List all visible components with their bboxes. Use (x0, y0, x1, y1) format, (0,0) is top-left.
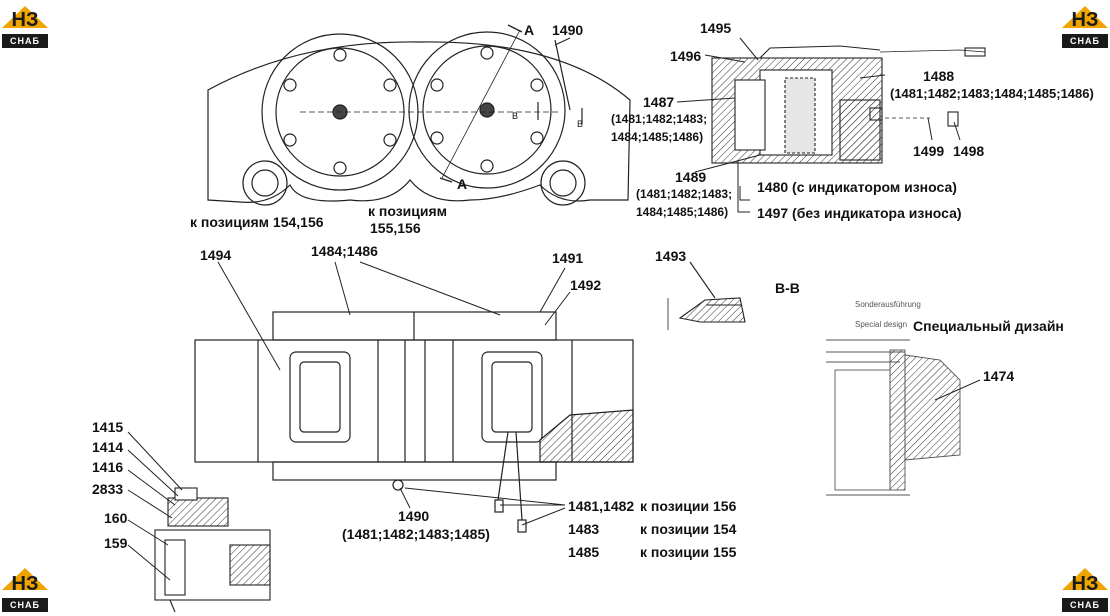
label-1481-to: к позиции 156 (640, 498, 737, 514)
caliper-top-view (194, 311, 634, 533)
label-1484: 1484;1486 (311, 243, 378, 259)
label-1416: 1416 (92, 459, 124, 475)
logo-top-left: НЗ СНАБ (0, 0, 50, 50)
label-1487-sub1: (1481;1482;1483; (611, 112, 708, 126)
label-1489-sub1: (1481;1482;1483; (636, 187, 733, 201)
logo-bottom-left: НЗ СНАБ (0, 564, 50, 614)
logo-roof-shapes (2, 6, 1108, 590)
label-1474: 1474 (983, 368, 1015, 384)
label-160: 160 (104, 510, 128, 526)
label-1485: 1485 (568, 544, 600, 560)
caliper-section-view (711, 45, 986, 164)
logo-band: СНАБ (1062, 34, 1108, 48)
label-1489-sub2: 1484;1485;1486) (636, 205, 729, 219)
label-1498: 1498 (953, 143, 985, 159)
label-k155-b: 155,156 (370, 220, 421, 236)
label-1487: 1487 (643, 94, 675, 110)
leader-lines-middle (217, 261, 571, 526)
label-1491: 1491 (552, 250, 584, 266)
fitting-detail (154, 487, 271, 613)
label-1483-to: к позиции 154 (640, 521, 737, 537)
label-1483: 1483 (568, 521, 600, 537)
logo-top-right: НЗ СНАБ (1060, 0, 1110, 50)
leader-lines-bottom-left (127, 431, 183, 581)
label-1415: 1415 (92, 419, 124, 435)
caliper-front-view (207, 24, 631, 206)
label-1493: 1493 (655, 248, 687, 264)
logo-mark: НЗ (1071, 9, 1099, 31)
label-1480: 1480 (с индикатором износа) (757, 179, 957, 195)
label-1488: 1488 (923, 68, 955, 84)
label-sonder: Sonderausführung (855, 300, 921, 309)
label-1490-bottom-sub: (1481;1482;1483;1485) (342, 526, 490, 542)
label-1490-top: 1490 (552, 22, 584, 38)
label-special: Special design (855, 320, 908, 329)
label-1499: 1499 (913, 143, 945, 159)
label-b-2: B (577, 119, 584, 129)
logo-band: СНАБ (2, 34, 48, 48)
label-section-a-top: A (524, 22, 535, 38)
label-1494: 1494 (200, 247, 232, 263)
logo-mark: НЗ (11, 573, 39, 595)
label-1481: 1481,1482 (568, 498, 635, 514)
label-b-1: B (512, 111, 519, 121)
logo-band: СНАБ (2, 598, 48, 612)
special-design-view (826, 339, 981, 496)
logo-bottom-right: НЗ СНАБ (1060, 564, 1110, 614)
logo-band: СНАБ (1062, 598, 1108, 612)
leader-lines (554, 37, 961, 213)
logo-mark: НЗ (1071, 573, 1099, 595)
label-k154: к позициям 154,156 (190, 214, 324, 230)
label-1495: 1495 (700, 20, 732, 36)
label-section-bb: B-B (775, 280, 800, 296)
section-bb (667, 261, 746, 330)
label-1496: 1496 (670, 48, 702, 64)
label-1497: 1497 (без индикатора износа) (757, 205, 962, 221)
label-k155-a: к позициям (368, 203, 448, 219)
label-1487-sub2: 1484;1485;1486) (611, 130, 704, 144)
label-1414: 1414 (92, 439, 124, 455)
label-1485-to: к позиции 155 (640, 544, 737, 560)
label-section-a-bottom: A (457, 176, 468, 192)
label-1489: 1489 (675, 169, 707, 185)
logo-mark: НЗ (11, 9, 39, 31)
label-2833: 2833 (92, 481, 124, 497)
label-1492: 1492 (570, 277, 602, 293)
label-special-ru: Специальный дизайн (913, 318, 1064, 334)
label-159: 159 (104, 535, 128, 551)
label-1488-sub: (1481;1482;1483;1484;1485;1486) (890, 86, 1094, 101)
label-1490-bottom: 1490 (398, 508, 430, 524)
